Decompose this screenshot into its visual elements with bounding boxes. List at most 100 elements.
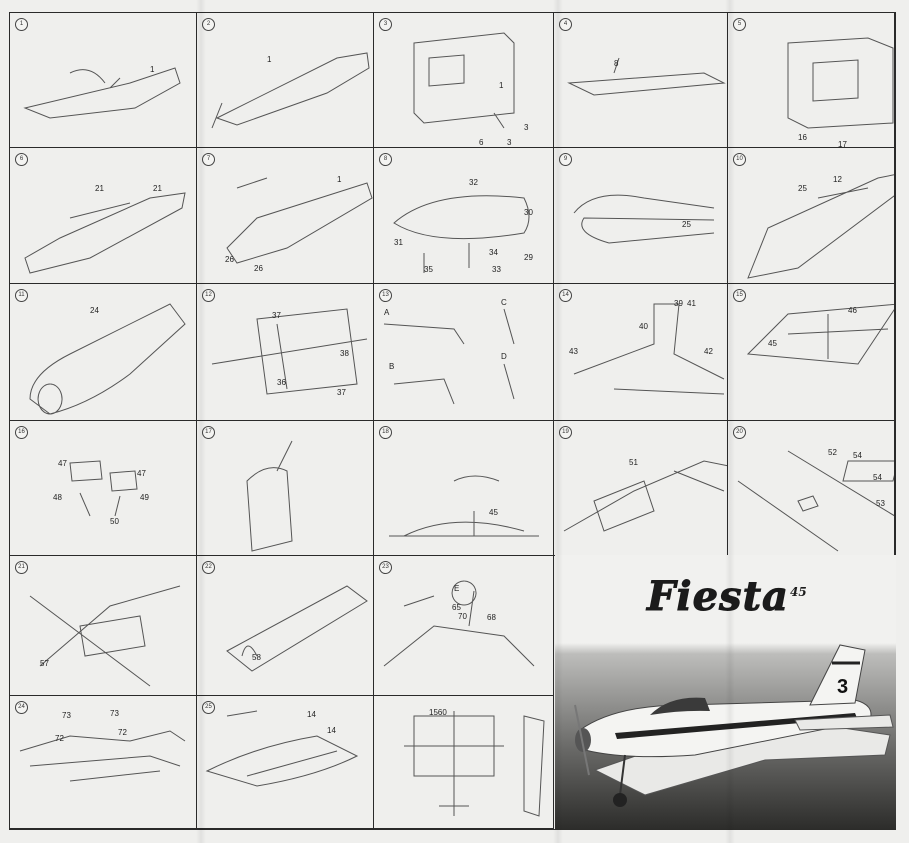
- part-number-label: D: [501, 352, 507, 361]
- assembly-sketch: [374, 556, 554, 696]
- part-number-label: 48: [53, 493, 62, 502]
- part-number-label: 39: [674, 299, 683, 308]
- part-number-label: B: [389, 362, 394, 371]
- part-number-label: 72: [55, 734, 64, 743]
- part-number-label: 26: [254, 264, 263, 273]
- assembly-step-panel: 251414: [197, 696, 374, 829]
- part-number-label: 37: [337, 388, 346, 397]
- part-number-label: 49: [140, 493, 149, 502]
- assembly-step-panel: 2052545453: [728, 421, 895, 556]
- paper-fold: [725, 0, 735, 843]
- assembly-sketch: [554, 13, 728, 148]
- assembly-step-panel: 31336: [374, 13, 554, 148]
- assembly-sketch: [10, 696, 197, 829]
- part-number-label: 3: [524, 123, 528, 132]
- part-number-label: 30: [524, 208, 533, 217]
- part-number-label: 24: [90, 306, 99, 315]
- part-number-label: 1: [337, 175, 341, 184]
- assembly-step-panel: 21 57: [10, 556, 197, 696]
- paper-fold: [196, 0, 206, 843]
- part-number-label: 1: [499, 81, 503, 90]
- assembly-sketch: [728, 421, 895, 556]
- assembly-sketch: [374, 696, 554, 829]
- part-number-label: 26: [225, 255, 234, 264]
- part-number-label: 25: [682, 220, 691, 229]
- assembly-sketch: [197, 421, 374, 556]
- step-number: 24: [15, 701, 28, 714]
- step-number: 13: [379, 289, 392, 302]
- part-number-label: 35: [424, 265, 433, 274]
- assembly-step-panel: 11 24: [10, 284, 197, 421]
- part-number-label: 21: [95, 184, 104, 193]
- assembly-sketch: [554, 421, 728, 556]
- assembly-sketch: [10, 148, 197, 284]
- step-number: 1: [15, 18, 28, 31]
- part-number-label: 3: [507, 138, 511, 147]
- part-number-label: 12: [833, 175, 842, 184]
- assembly-step-panel: 712626: [197, 148, 374, 284]
- part-number-label: 68: [487, 613, 496, 622]
- part-number-label: 65: [452, 603, 461, 612]
- assembly-step-panel: 24 73 73 72 72: [10, 696, 197, 829]
- part-number-label: 21: [153, 184, 162, 193]
- part-number-label: 17: [838, 140, 847, 148]
- step-number: 23: [379, 561, 392, 574]
- paper-fold: [553, 0, 563, 843]
- part-number-label: 73: [110, 709, 119, 718]
- part-number-label: E: [454, 584, 459, 593]
- part-number-label: 57: [40, 659, 49, 668]
- assembly-sketch: [197, 696, 374, 829]
- step-number: 18: [379, 426, 392, 439]
- part-number-label: 1: [150, 65, 154, 74]
- assembly-sketch: [197, 556, 374, 696]
- part-number-label: 54: [873, 473, 882, 482]
- part-number-label: 43: [569, 347, 578, 356]
- part-number-label: 58: [252, 653, 261, 662]
- part-number-label: 54: [853, 451, 862, 460]
- step-number: 6: [15, 153, 28, 166]
- part-number-label: 36: [277, 378, 286, 387]
- part-number-label: 32: [469, 178, 478, 187]
- part-number-label: 42: [704, 347, 713, 356]
- assembly-sketch: [728, 284, 895, 421]
- tail-number: 3: [837, 676, 848, 698]
- part-number-label: 72: [118, 728, 127, 737]
- assembly-sketch: [374, 421, 554, 556]
- part-number-label: 40: [639, 322, 648, 331]
- assembly-sketch: [554, 148, 728, 284]
- step-number: 16: [15, 426, 28, 439]
- part-number-label: 37: [272, 311, 281, 320]
- part-number-label: 6: [479, 138, 483, 147]
- assembly-sketch: [197, 13, 374, 148]
- part-number-label: 31: [394, 238, 403, 247]
- part-number-label: A: [384, 308, 389, 317]
- part-number-label: C: [501, 298, 507, 307]
- part-number-label: 50: [110, 517, 119, 526]
- part-number-label: 73: [62, 711, 71, 720]
- part-number-label: 45: [768, 339, 777, 348]
- step-number: 11: [15, 289, 28, 302]
- assembly-step-panel: 11: [10, 13, 197, 148]
- assembly-sketch: [10, 421, 197, 556]
- part-number-label: 14: [307, 710, 316, 719]
- part-number-label: 41: [687, 299, 696, 308]
- part-number-label: 29: [524, 253, 533, 262]
- part-number-label: 46: [848, 306, 857, 315]
- step-number: 8: [379, 153, 392, 166]
- part-number-label: 1: [267, 55, 271, 64]
- assembly-sketch: [10, 284, 197, 421]
- assembly-sketch: [10, 13, 197, 148]
- step-number: 21: [15, 561, 28, 574]
